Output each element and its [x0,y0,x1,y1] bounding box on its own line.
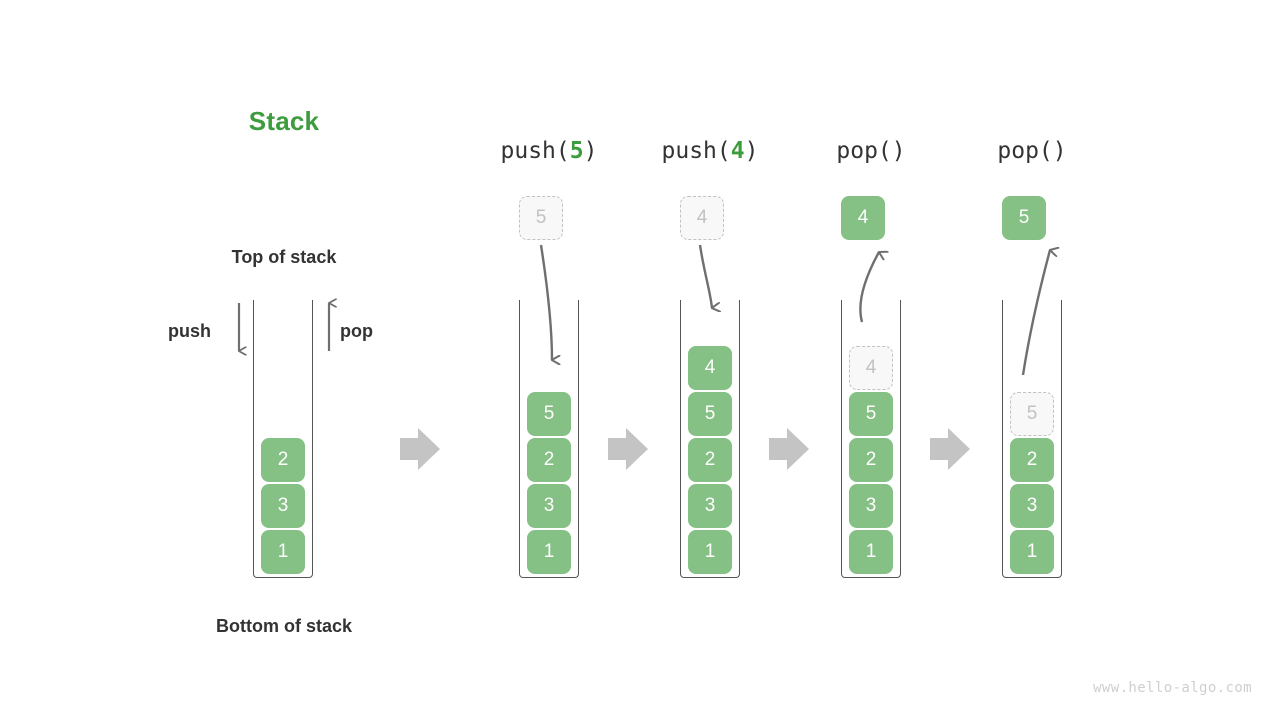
column-header-1: push(5) [449,138,649,164]
header-operation-name: push( [661,138,731,164]
header-operation-name: push( [500,138,570,164]
step-1-cell-3: 3 [527,484,571,528]
page-title: Stack [248,106,320,136]
step-4-cell-5: 5 [1010,392,1054,436]
step-1-cell-5: 5 [527,392,571,436]
header-operation-name: pop( [836,138,892,164]
step-3-cell-5: 5 [849,392,893,436]
step-arrow-3 [769,428,809,470]
step-3-cell-1: 1 [849,530,893,574]
header-paren-close: ) [891,138,906,164]
step-arrow-4 [930,428,970,470]
floating-pop-cell-4: 4 [841,196,885,240]
column-header-2: push(4) [610,138,810,164]
header-paren-close: ) [1052,138,1067,164]
floating-push-cell-5: 5 [519,196,563,240]
step-2-cell-4: 4 [688,346,732,390]
reference-stack-cell-3: 3 [261,484,305,528]
step-2-cell-5: 5 [688,392,732,436]
top-of-stack-label: Top of stack [231,247,337,267]
step-2-cell-2: 2 [688,438,732,482]
step-3-cell-4: 4 [849,346,893,390]
step-3-cell-3: 3 [849,484,893,528]
step-1-cell-1: 1 [527,530,571,574]
step-4-cell-2: 2 [1010,438,1054,482]
step-arrow-1 [400,428,440,470]
header-paren-close: ) [583,138,598,164]
header-argument: 4 [730,138,745,164]
step-4-cell-3: 3 [1010,484,1054,528]
header-argument: 5 [569,138,584,164]
reference-stack-cell-2: 2 [261,438,305,482]
push-4-arrow [698,244,712,308]
column-header-4: pop() [932,138,1132,164]
step-3-cell-2: 2 [849,438,893,482]
bottom-of-stack-label: Bottom of stack [215,616,352,636]
header-operation-name: pop( [997,138,1053,164]
step-2-cell-3: 3 [688,484,732,528]
step-1-cell-2: 2 [527,438,571,482]
watermark: www.hello-algo.com [1093,680,1252,696]
floating-pop-cell-5: 5 [1002,196,1046,240]
reference-stack-cell-1: 1 [261,530,305,574]
pop-label: pop [340,321,373,341]
column-header-3: pop() [771,138,971,164]
header-paren-close: ) [744,138,759,164]
push-label: push [168,321,211,341]
floating-push-cell-4: 4 [680,196,724,240]
step-4-cell-1: 1 [1010,530,1054,574]
step-arrow-2 [608,428,648,470]
step-2-cell-1: 1 [688,530,732,574]
